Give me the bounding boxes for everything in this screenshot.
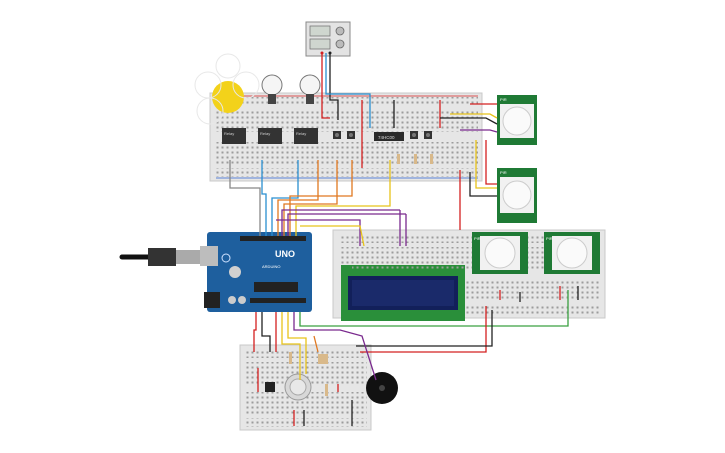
resistor[interactable] — [318, 354, 328, 364]
potentiometer-icon[interactable] — [284, 373, 312, 401]
pir-sensor[interactable]: PIR — [497, 168, 537, 223]
svg-text:PIR: PIR — [500, 97, 507, 102]
push-button[interactable] — [424, 131, 432, 139]
relay-module[interactable]: Relay — [258, 128, 282, 144]
svg-text:UNO: UNO — [275, 249, 295, 259]
light-bulb-icon[interactable] — [194, 53, 260, 125]
push-button[interactable] — [333, 131, 341, 139]
pir-sensor[interactable]: PIR — [472, 232, 528, 274]
dc-power-supply-icon[interactable] — [305, 21, 351, 57]
top-breadboard — [209, 92, 483, 182]
wires — [229, 53, 579, 426]
push-button[interactable] — [410, 131, 418, 139]
arduino-uno-board[interactable]: UNO ARDUINO — [200, 232, 312, 312]
logic-ic[interactable]: 74HC00 — [374, 132, 404, 141]
svg-text:ARDUINO: ARDUINO — [262, 264, 280, 269]
resistor[interactable] — [289, 352, 292, 364]
usb-cable-icon[interactable] — [119, 248, 200, 266]
pir-sensor[interactable]: PIR — [544, 232, 600, 274]
svg-text:PIR: PIR — [500, 170, 507, 175]
lcd-display[interactable] — [341, 265, 465, 321]
sensor-chip[interactable] — [265, 382, 275, 392]
push-button[interactable] — [347, 131, 355, 139]
light-bulb-icon[interactable] — [261, 74, 283, 104]
svg-text:Relay: Relay — [224, 131, 234, 136]
resistor[interactable] — [430, 154, 433, 164]
buzzer-icon[interactable] — [366, 372, 398, 404]
relay-module[interactable]: Relay — [294, 128, 318, 144]
pir-sensor[interactable]: PIR — [497, 95, 537, 145]
svg-text:74HC00: 74HC00 — [378, 135, 395, 140]
relay-module[interactable]: Relay — [222, 128, 246, 144]
resistor[interactable] — [397, 154, 400, 164]
svg-text:Relay: Relay — [260, 131, 270, 136]
svg-text:Relay: Relay — [296, 131, 306, 136]
resistor[interactable] — [414, 154, 417, 164]
svg-text:PIR: PIR — [546, 236, 553, 241]
resistor[interactable] — [325, 384, 328, 396]
light-bulb-icon[interactable] — [299, 74, 321, 104]
svg-text:PIR: PIR — [474, 236, 481, 241]
